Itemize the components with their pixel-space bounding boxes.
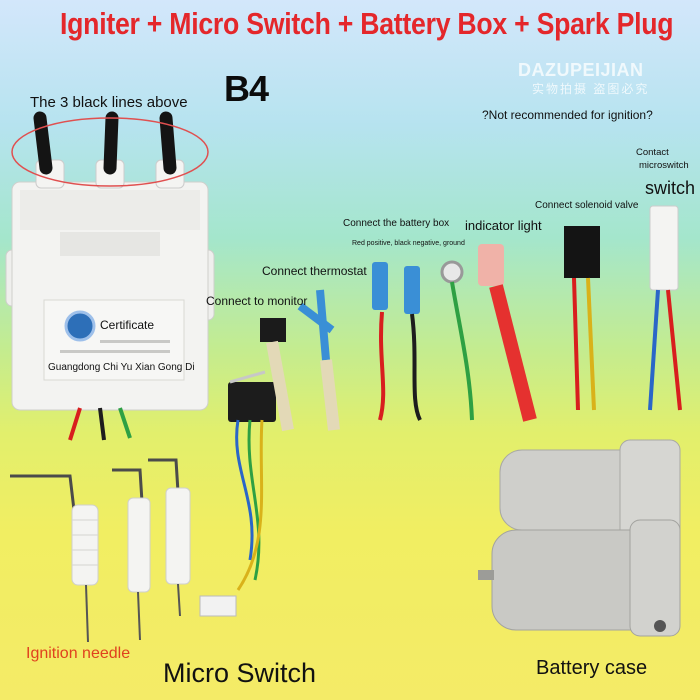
label-polarity: Red positive, black negative, ground xyxy=(352,240,465,247)
label-battery-box: Connect the battery box xyxy=(343,218,450,229)
label-microswitch: microswitch xyxy=(639,160,689,171)
harness-wires xyxy=(260,205,682,432)
watermark-sub: 实物拍摄 盗图必究 xyxy=(532,82,650,96)
label-manufacturer: Guangdong Chi Yu Xian Gong Di xyxy=(48,362,195,373)
label-solenoid-valve: Connect solenoid valve xyxy=(535,200,639,211)
battery-case xyxy=(478,439,681,637)
watermark-brand: DAZUPEIJIAN xyxy=(518,60,644,80)
label-three-lines: The 3 black lines above xyxy=(30,94,188,111)
label-contact: Contact xyxy=(636,147,669,158)
page-title: Igniter + Micro Switch + Battery Box + S… xyxy=(60,6,674,41)
micro-switch xyxy=(199,370,276,617)
model-code: B4 xyxy=(224,68,269,109)
label-battery-case: Battery case xyxy=(536,657,648,679)
label-thermostat: Connect thermostat xyxy=(262,264,367,278)
label-indicator-light: indicator light xyxy=(465,218,542,233)
label-switch: switch xyxy=(645,178,696,198)
label-not-recommended: ?Not recommended for ignition? xyxy=(482,108,653,122)
label-monitor: Connect to monitor xyxy=(206,294,308,308)
label-certificate: Certificate xyxy=(100,318,155,332)
igniter-module xyxy=(5,111,215,441)
label-ignition-needle: Ignition needle xyxy=(26,645,131,662)
ignition-needles xyxy=(10,458,191,643)
label-micro-switch: Micro Switch xyxy=(163,658,317,688)
